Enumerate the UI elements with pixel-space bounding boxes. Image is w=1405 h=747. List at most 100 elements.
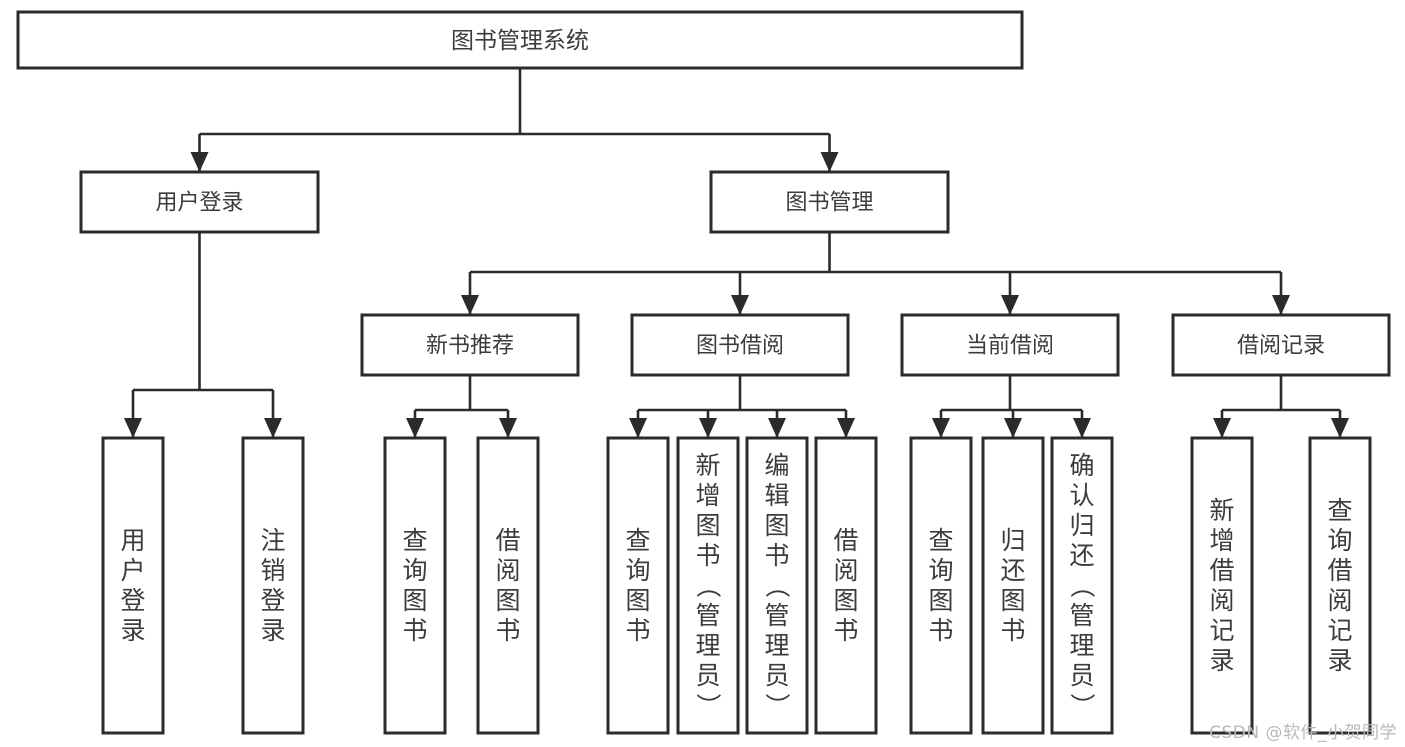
arrow-head-icon <box>932 418 950 438</box>
node-label-char: 管 <box>1069 601 1094 630</box>
arrow-head-icon <box>837 418 855 438</box>
arrow-head-icon <box>499 418 517 438</box>
node-book-management[interactable]: 图书管理 <box>709 170 950 234</box>
node-label-char: 阅 <box>495 556 520 585</box>
node-label-char: 图 <box>625 586 650 615</box>
node-label-char: 注 <box>260 526 285 555</box>
node-box-rect <box>709 170 950 234</box>
node-label-char: 书 <box>695 541 720 570</box>
node-label-char: 新 <box>695 451 720 480</box>
node-label: 图书管理系统 <box>451 28 589 54</box>
node-box-rect <box>630 313 850 377</box>
arrow-head-icon <box>190 152 209 172</box>
node-label-char: 图 <box>1000 586 1025 615</box>
node-label-char: 增 <box>1209 526 1234 555</box>
node-label-char: 户 <box>120 556 145 585</box>
node-label-char: 查 <box>625 526 650 555</box>
node-label-char: 理 <box>1069 631 1094 660</box>
node-new-book-recommend[interactable]: 新书推荐 <box>360 313 580 377</box>
node-label-char: 员 <box>1069 661 1094 690</box>
node-label-char: 阅 <box>833 556 858 585</box>
node-label-char: 阅 <box>1209 586 1234 615</box>
node-label-char: 销 <box>260 556 285 585</box>
node-label-char: 员 <box>695 661 720 690</box>
arrow-head-icon <box>768 418 786 438</box>
node-label: 图书管理 <box>785 191 873 216</box>
node-label-char: 借 <box>833 526 858 555</box>
node-box-rect <box>909 436 973 735</box>
node-label-char: 图 <box>402 586 427 615</box>
node-borrow-record[interactable]: 借阅记录 <box>1171 313 1391 377</box>
node-box-rect <box>383 436 447 735</box>
node-box-rect <box>1190 436 1254 735</box>
node-label-char: 询 <box>625 556 650 585</box>
node-label-char: 辑 <box>764 481 789 510</box>
watermark-text: CSDN @软件_小贺同学 <box>1209 723 1397 743</box>
node-label-char: 图 <box>928 586 953 615</box>
node-label-char: 员 <box>764 661 789 690</box>
node-box-rect <box>676 436 740 735</box>
node-label-char: 编 <box>764 451 789 480</box>
node-label-char: 书 <box>625 616 650 645</box>
node-label-char: 归 <box>1000 526 1025 555</box>
node-leaf-user-login[interactable]: 用户登录 <box>101 436 165 735</box>
arrow-head-icon <box>406 418 424 438</box>
node-label-char: 查 <box>1327 496 1352 525</box>
node-label-char: 借 <box>495 526 520 555</box>
node-label-char: 查 <box>402 526 427 555</box>
node-label-char: 借 <box>1327 556 1352 585</box>
node-box-rect <box>16 10 1024 70</box>
node-user-login[interactable]: 用户登录 <box>79 170 320 234</box>
node-current-borrow[interactable]: 当前借阅 <box>900 313 1120 377</box>
node-label-char: 图 <box>764 511 789 540</box>
node-label-char: 书 <box>495 616 520 645</box>
node-label-char: （ <box>694 573 723 598</box>
node-box-rect <box>360 313 580 377</box>
node-box-rect <box>900 313 1120 377</box>
node-label-char: 登 <box>260 586 285 615</box>
node-label-char: 新 <box>1209 496 1234 525</box>
node-label-char: 记 <box>1209 616 1234 645</box>
node-label-char: 归 <box>1069 511 1094 540</box>
node-root-system[interactable]: 图书管理系统 <box>16 10 1024 70</box>
node-label-char: 认 <box>1069 481 1094 510</box>
node-box-rect <box>241 436 305 735</box>
connector-lines <box>124 68 1349 438</box>
node-label-char: 确 <box>1069 451 1094 480</box>
node-label-char: 录 <box>1209 646 1234 675</box>
node-box-rect <box>476 436 540 735</box>
arrow-head-icon <box>731 295 749 315</box>
node-label-char: ） <box>763 693 792 718</box>
node-label-char: 书 <box>928 616 953 645</box>
node-label-char: 理 <box>764 631 789 660</box>
arrow-head-icon <box>1331 418 1349 438</box>
arrow-head-icon <box>124 418 142 438</box>
node-label-char: 录 <box>1327 646 1352 675</box>
node-box-rect <box>79 170 320 234</box>
arrow-head-icon <box>1272 295 1290 315</box>
node-book-borrow[interactable]: 图书借阅 <box>630 313 850 377</box>
node-label-char: 阅 <box>1327 586 1352 615</box>
node-label-char: 还 <box>1000 556 1025 585</box>
node-box-rect <box>101 436 165 735</box>
node-label: 用户登录 <box>155 191 243 216</box>
node-box-rect <box>814 436 878 735</box>
arrow-head-icon <box>699 418 717 438</box>
arrow-head-icon <box>264 418 282 438</box>
node-label: 新书推荐 <box>426 334 514 359</box>
node-label-char: 管 <box>764 601 789 630</box>
node-label-char: 理 <box>695 631 720 660</box>
